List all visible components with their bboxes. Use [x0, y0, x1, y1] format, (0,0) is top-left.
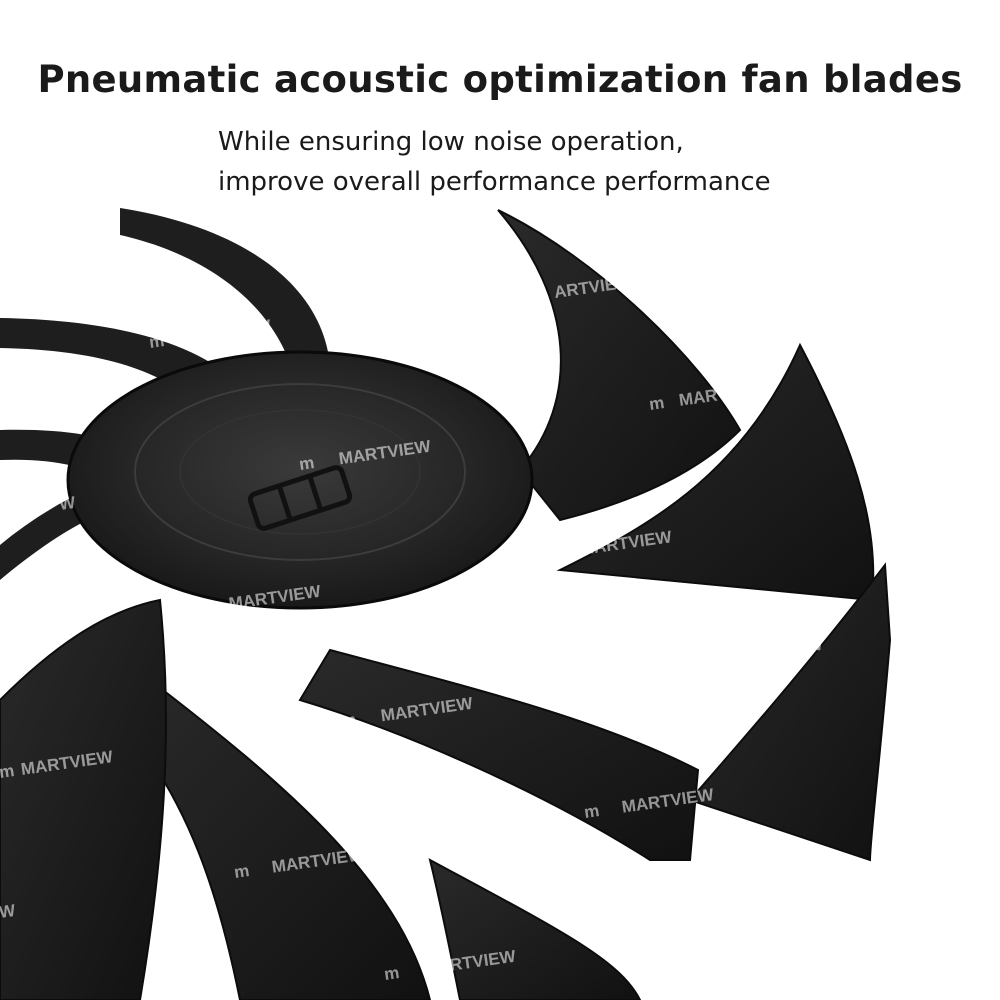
subtitle-line-2: improve overall performance performance [218, 167, 771, 197]
watermark-m-icon: m [0, 761, 16, 782]
watermark-m-icon: m [233, 861, 251, 882]
watermark-m-icon: m [648, 393, 666, 414]
hub-logo-icon [247, 465, 353, 531]
watermark: W [0, 901, 17, 922]
watermark-m-icon: m [383, 963, 401, 984]
watermark-m-icon: m [148, 331, 166, 352]
headline: Pneumatic acoustic optimization fan blad… [37, 58, 963, 101]
watermark-m-icon: m [583, 801, 601, 822]
watermark-m-icon: m [340, 710, 358, 731]
watermark-m-icon: m [298, 453, 316, 474]
svg-text:W: W [58, 493, 77, 514]
watermark: W [58, 493, 77, 514]
subtitle-line-1: While ensuring low noise operation, [218, 127, 684, 157]
subtitle: While ensuring low noise operation, impr… [218, 122, 771, 202]
fan-blades-front [0, 209, 892, 1000]
svg-text:W: W [0, 901, 17, 922]
watermark-m-icon: m [543, 543, 561, 564]
svg-text:MARTVIEW: MARTVIEW [178, 316, 273, 348]
fan-hub [66, 350, 534, 610]
watermark-m-icon: m [690, 651, 708, 672]
watermark-m-icon: m [188, 598, 206, 619]
